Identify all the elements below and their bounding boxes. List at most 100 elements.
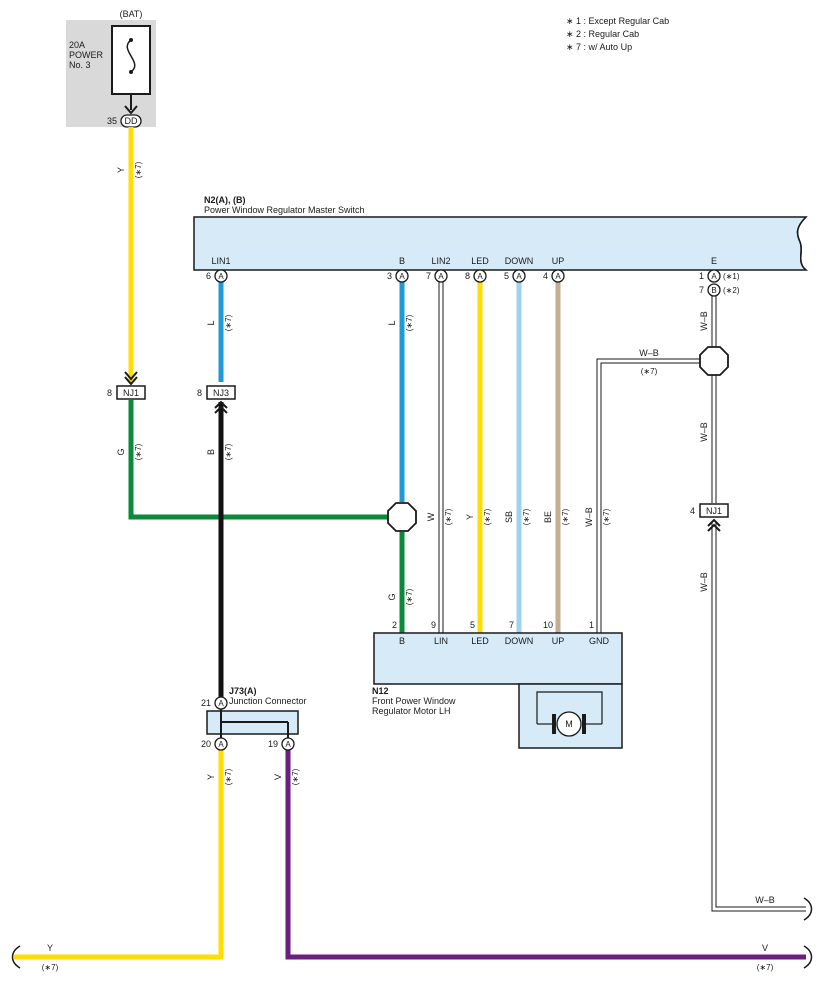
connector-b-e xyxy=(707,283,721,297)
wire-wb-out xyxy=(712,521,806,911)
note-l-b: (∗7) xyxy=(405,314,414,331)
label-wb-horiz: W–B xyxy=(639,348,659,358)
label-v-bottom: V xyxy=(762,943,768,953)
chevron-up-icon xyxy=(214,400,228,414)
motor-pin-down: 7 xyxy=(509,620,514,630)
label-g-motor: G xyxy=(387,593,397,600)
fuse-box xyxy=(111,25,151,95)
wire-ends xyxy=(11,216,813,969)
motor-terminal-gnd: GND xyxy=(589,636,610,646)
svg-text:A: A xyxy=(218,740,224,749)
fuse-number: No. 3 xyxy=(69,60,91,70)
splice-g-b xyxy=(387,502,417,532)
junction-name: Junction Connector xyxy=(229,696,307,706)
terminal-down: DOWN xyxy=(505,256,534,266)
chevron-up-icon xyxy=(707,518,721,532)
fuse-pin: 35 xyxy=(107,116,117,126)
label-b-nj3: B xyxy=(206,449,216,455)
label-wb-out: W–B xyxy=(699,572,709,592)
pin-e1: 1 xyxy=(699,271,704,281)
splice-wb xyxy=(699,346,729,376)
motor-name-line1: Front Power Window xyxy=(372,696,456,706)
chevron-down-icon xyxy=(124,371,138,386)
terminal-led: LED xyxy=(471,256,489,266)
note-e1: (∗1) xyxy=(723,272,740,281)
note-e2: (∗2) xyxy=(723,286,740,295)
label-wb-mid: W–B xyxy=(699,422,709,442)
junction-pin-19-connector xyxy=(281,737,295,751)
pin-b: 3 xyxy=(387,271,392,281)
junction-connector: J73(A) Junction Connector A 21 A 20 A 19 xyxy=(201,686,307,751)
svg-text:NJ3: NJ3 xyxy=(213,388,229,398)
note-be: (∗7) xyxy=(561,508,570,525)
motor-pin-led: 5 xyxy=(470,620,475,630)
note-g-nj1: (∗7) xyxy=(134,443,143,460)
note-sb: (∗7) xyxy=(522,508,531,525)
junction-nj1-left-pin: 8 xyxy=(107,388,112,398)
connector-a-lin1 xyxy=(214,269,228,283)
wire-break-left xyxy=(11,945,21,969)
wire-wb-out-outline xyxy=(711,521,806,912)
label-w: W xyxy=(426,512,436,521)
junction-pin-19: 19 xyxy=(268,739,278,749)
svg-text:A: A xyxy=(438,272,444,281)
label-g-nj1: G xyxy=(116,448,126,455)
svg-text:A: A xyxy=(399,272,405,281)
svg-text:NJ1: NJ1 xyxy=(123,388,139,398)
junction-pin-20-connector xyxy=(214,737,228,751)
wire-wb-gnd-outline xyxy=(596,358,703,633)
motor-pin-gnd: 1 xyxy=(589,620,594,630)
note-y-j73: (∗7) xyxy=(224,768,233,785)
junction-nj3 xyxy=(206,385,236,400)
motor-terminal-down: DOWN xyxy=(505,636,534,646)
label-v-j73: V xyxy=(273,774,283,780)
junction-nj1-right xyxy=(699,503,729,518)
note-l-lin1: (∗7) xyxy=(224,314,233,331)
motor-terminal-led: LED xyxy=(471,636,489,646)
label-l-lin1: L xyxy=(206,320,216,325)
terminal-up: UP xyxy=(552,256,565,266)
terminal-e: E xyxy=(711,256,717,266)
wire-break-right-wb xyxy=(803,897,813,921)
junction-nj3-pin: 8 xyxy=(197,388,202,398)
fuse-name: POWER xyxy=(69,50,104,60)
motor-symbol: M xyxy=(565,719,573,729)
wire-labels: Y (∗7) L (∗7) L (∗7) G (∗7) B (∗7) W (∗7… xyxy=(42,161,775,972)
label-sb: SB xyxy=(504,511,514,523)
connector-a-led xyxy=(473,269,487,283)
motor-code: N12 xyxy=(372,686,389,696)
master-switch-code: N2(A), (B) xyxy=(204,195,246,205)
svg-text:B: B xyxy=(711,286,716,295)
label-wb-gnd: W–B xyxy=(584,507,594,527)
motor-pin-b: 2 xyxy=(392,620,397,630)
terminal-lin2: LIN2 xyxy=(431,256,450,266)
master-switch-name: Power Window Regulator Master Switch xyxy=(204,205,365,215)
connector-a-down xyxy=(512,269,526,283)
label-y-fuse: Y xyxy=(116,167,126,173)
svg-text:A: A xyxy=(285,740,291,749)
terminal-lin1: LIN1 xyxy=(211,256,230,266)
junction-code: J73(A) xyxy=(229,686,257,696)
fuse-rating: 20A xyxy=(69,40,85,50)
pin-e2: 7 xyxy=(699,285,704,295)
connector-a-lin2 xyxy=(434,269,448,283)
pin-down: 5 xyxy=(504,271,509,281)
connector-a-e xyxy=(707,269,721,283)
junction-nj1-right-pin: 4 xyxy=(690,506,695,516)
note-g-motor: (∗7) xyxy=(405,588,414,605)
svg-text:A: A xyxy=(218,272,224,281)
motor-name-line2: Regulator Motor LH xyxy=(372,706,451,716)
label-y-j73: Y xyxy=(206,774,216,780)
connector-a-b xyxy=(395,269,409,283)
junction-pin-21: 21 xyxy=(201,698,211,708)
label-l-b: L xyxy=(387,320,397,325)
label-wb-e: W–B xyxy=(699,311,709,331)
wire-y-j73 xyxy=(14,750,224,960)
motor-pin-lin: 9 xyxy=(431,620,436,630)
pin-led: 8 xyxy=(465,271,470,281)
svg-text:DD: DD xyxy=(125,116,138,126)
pin-lin1: 6 xyxy=(206,271,211,281)
motor-terminal-lin: LIN xyxy=(434,636,448,646)
motor-box xyxy=(373,632,623,685)
